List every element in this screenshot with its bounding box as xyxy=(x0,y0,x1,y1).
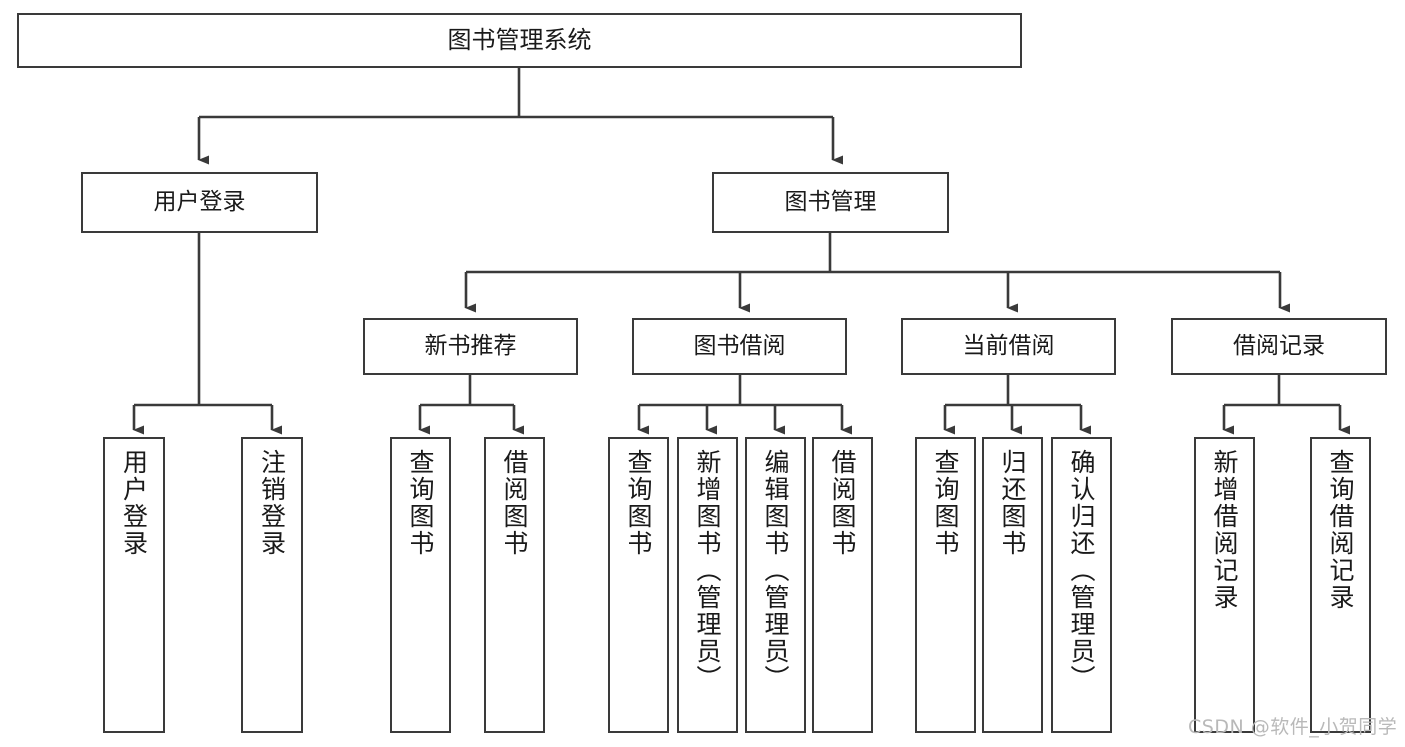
node-current-borrow-label: 当前借阅 xyxy=(962,332,1055,359)
node-book-manage[interactable]: 图书管理 xyxy=(712,172,949,233)
watermark: CSDN @软件_小贺同学 xyxy=(1188,716,1398,738)
node-current-borrow[interactable]: 当前借阅 xyxy=(901,318,1116,375)
node-leaf-borrow-book-1[interactable]: 借阅图书 xyxy=(484,437,545,733)
node-book-manage-label: 图书管理 xyxy=(784,188,877,215)
node-leaf-add-book[interactable]: 新增图书（管理员） xyxy=(677,437,738,733)
node-new-book-recommend-label: 新书推荐 xyxy=(424,332,517,359)
node-leaf-query-book-3[interactable]: 查询图书 xyxy=(915,437,976,733)
node-leaf-borrow-book-1-label: 借阅图书 xyxy=(500,449,529,557)
node-leaf-borrow-book-2[interactable]: 借阅图书 xyxy=(812,437,873,733)
node-new-book-recommend[interactable]: 新书推荐 xyxy=(363,318,578,375)
node-leaf-add-book-label: 新增图书（管理员） xyxy=(693,449,722,692)
node-leaf-return-book[interactable]: 归还图书 xyxy=(982,437,1043,733)
node-leaf-query-record[interactable]: 查询借阅记录 xyxy=(1310,437,1371,733)
node-leaf-query-book-1[interactable]: 查询图书 xyxy=(390,437,451,733)
node-leaf-add-record[interactable]: 新增借阅记录 xyxy=(1194,437,1255,733)
node-book-borrow[interactable]: 图书借阅 xyxy=(632,318,847,375)
node-borrow-record[interactable]: 借阅记录 xyxy=(1171,318,1387,375)
node-leaf-add-record-label: 新增借阅记录 xyxy=(1210,449,1239,611)
node-leaf-edit-book[interactable]: 编辑图书（管理员） xyxy=(745,437,806,733)
node-user-login[interactable]: 用户登录 xyxy=(81,172,318,233)
node-leaf-user-login[interactable]: 用户登录 xyxy=(103,437,165,733)
node-leaf-confirm-return-label: 确认归还（管理员） xyxy=(1067,449,1096,692)
node-book-borrow-label: 图书借阅 xyxy=(693,332,786,359)
node-root[interactable]: 图书管理系统 xyxy=(17,13,1022,68)
node-leaf-logout[interactable]: 注销登录 xyxy=(241,437,303,733)
node-user-login-label: 用户登录 xyxy=(153,188,246,215)
node-leaf-query-book-2-label: 查询图书 xyxy=(624,449,653,557)
node-leaf-query-book-2[interactable]: 查询图书 xyxy=(608,437,669,733)
node-leaf-edit-book-label: 编辑图书（管理员） xyxy=(761,449,790,692)
node-leaf-query-book-1-label: 查询图书 xyxy=(406,449,435,557)
node-leaf-logout-label: 注销登录 xyxy=(257,449,287,557)
node-leaf-return-book-label: 归还图书 xyxy=(998,449,1027,557)
node-root-label: 图书管理系统 xyxy=(447,26,592,55)
node-leaf-query-record-label: 查询借阅记录 xyxy=(1326,449,1355,611)
node-leaf-borrow-book-2-label: 借阅图书 xyxy=(828,449,857,557)
node-leaf-query-book-3-label: 查询图书 xyxy=(931,449,960,557)
node-borrow-record-label: 借阅记录 xyxy=(1233,332,1325,359)
node-leaf-confirm-return[interactable]: 确认归还（管理员） xyxy=(1051,437,1112,733)
node-leaf-user-login-label: 用户登录 xyxy=(119,449,149,557)
